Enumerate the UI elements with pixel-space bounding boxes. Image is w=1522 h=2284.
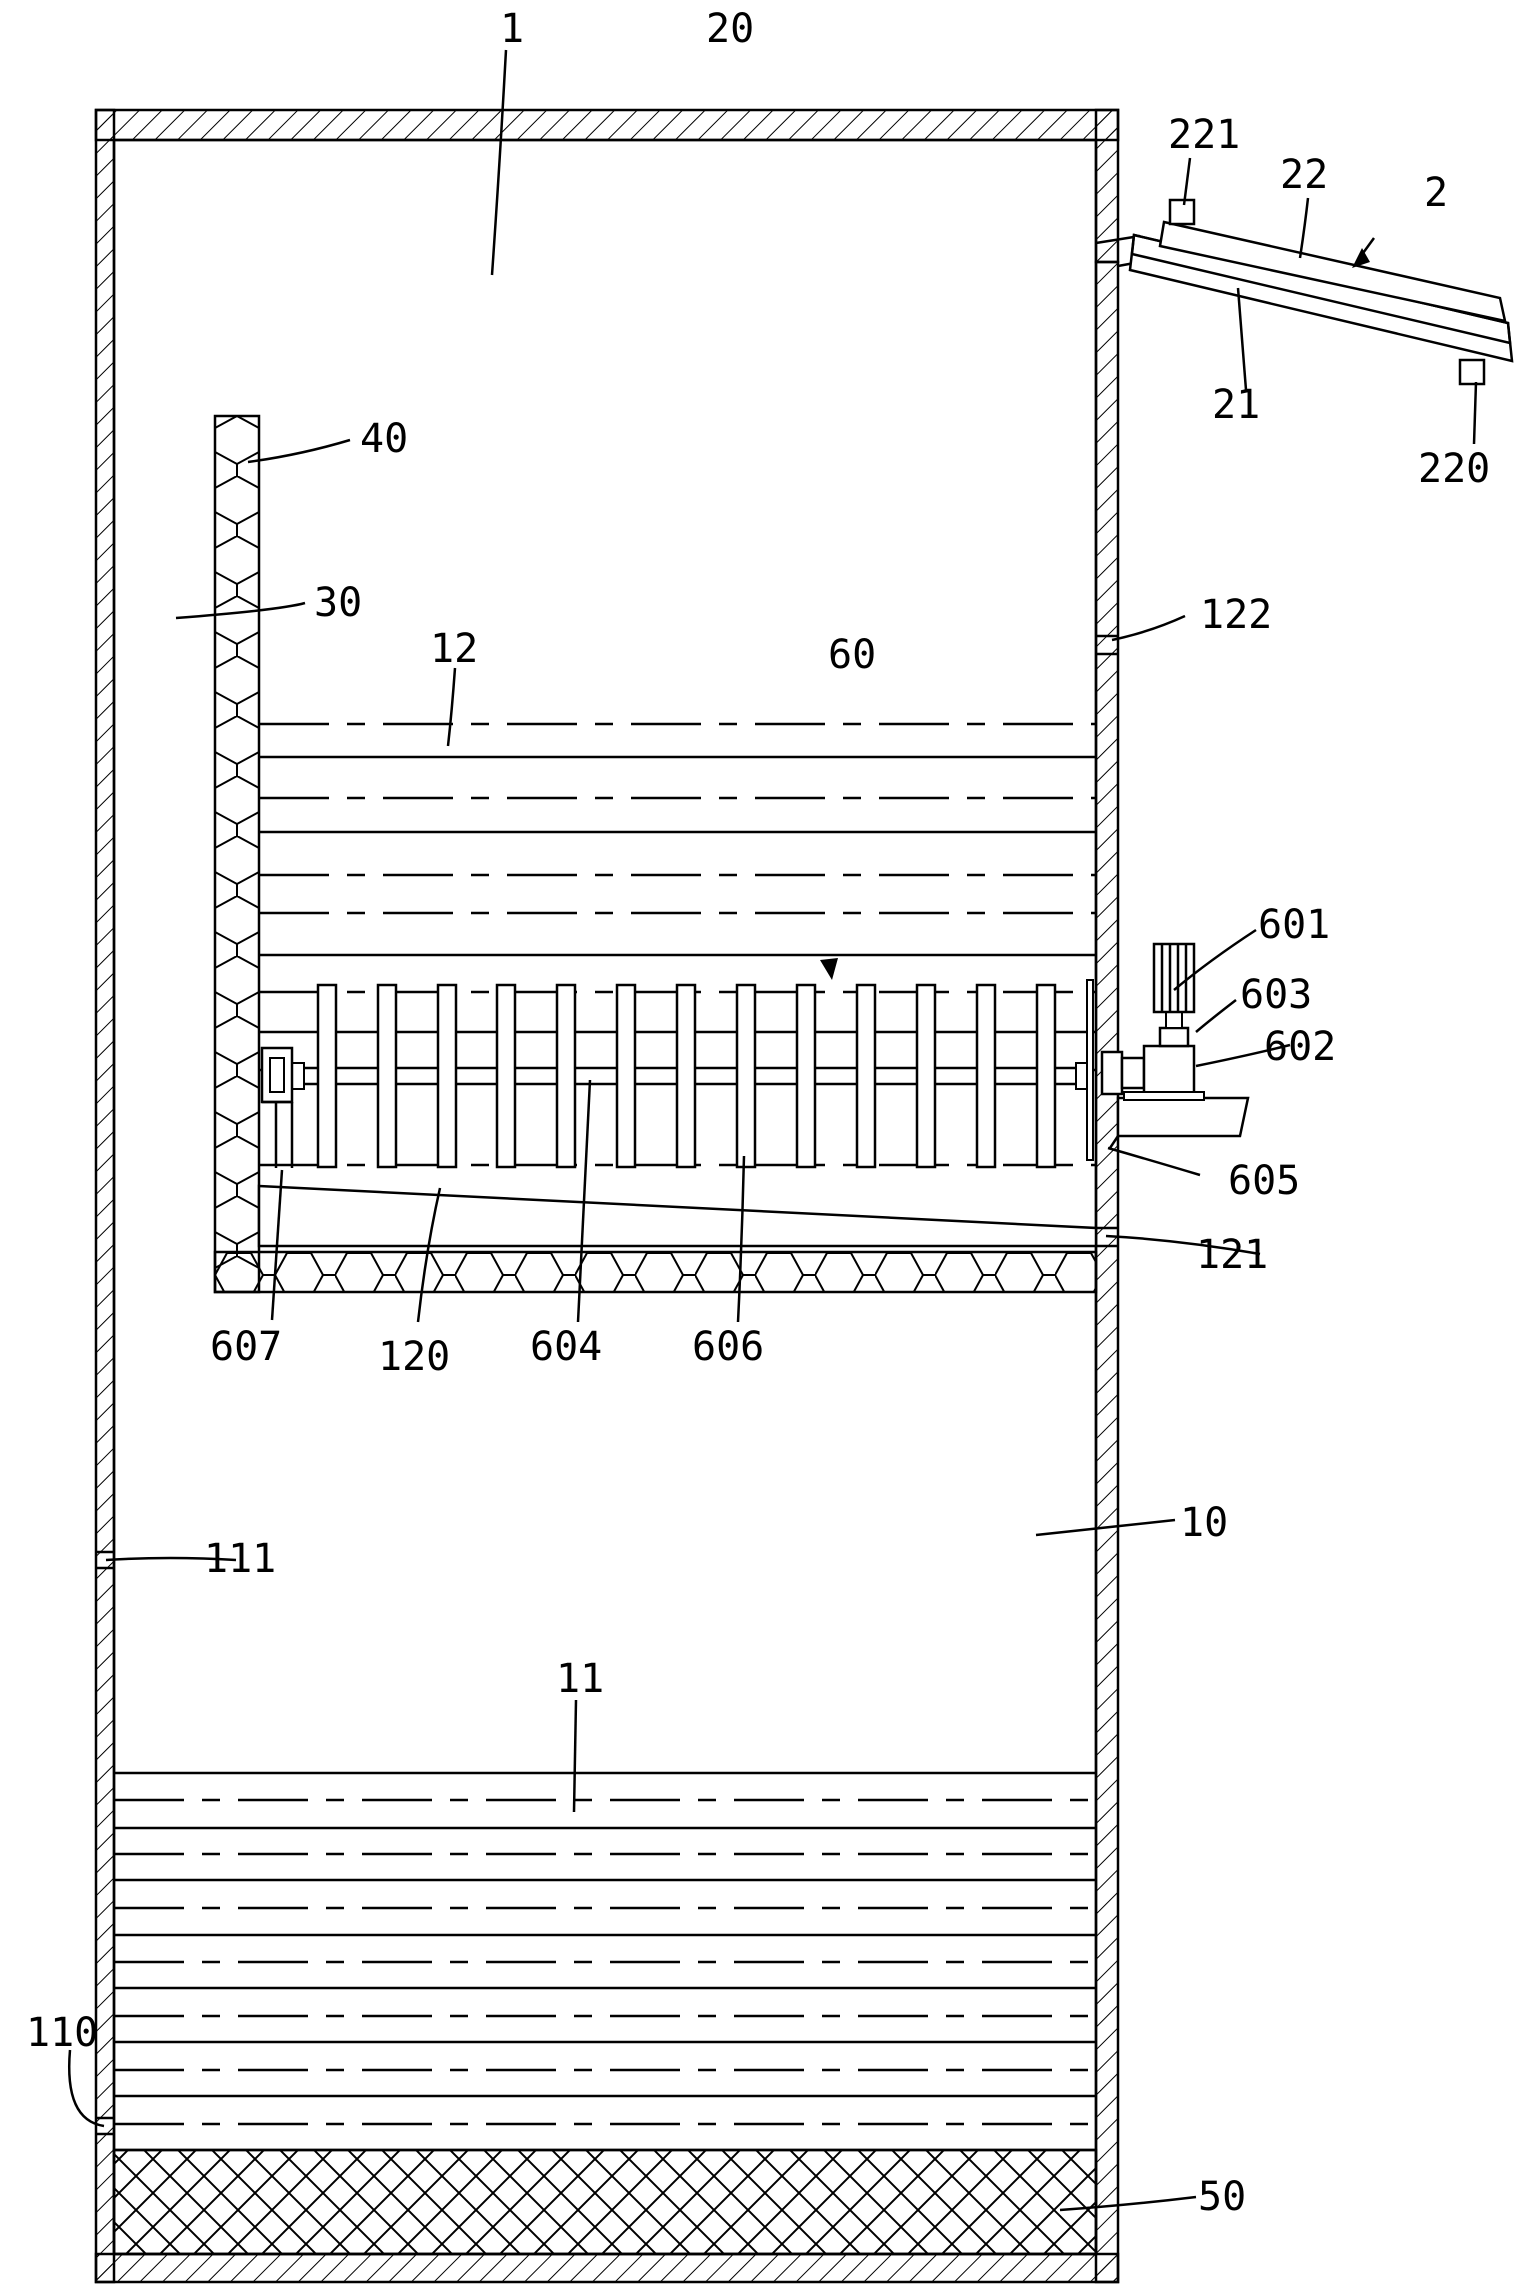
label-110: 110 bbox=[26, 2010, 98, 2056]
label-220: 220 bbox=[1418, 446, 1490, 492]
label-121: 121 bbox=[1196, 1232, 1268, 1278]
label-11: 11 bbox=[556, 1656, 604, 1702]
insulation-wall bbox=[213, 414, 1098, 1294]
lower-tank-layers bbox=[114, 1771, 1096, 2152]
label-605: 605 bbox=[1228, 1158, 1300, 1204]
label-20: 20 bbox=[706, 6, 754, 52]
arrow-2 bbox=[1352, 248, 1370, 268]
wall-ports bbox=[96, 634, 1118, 2136]
label-122: 122 bbox=[1200, 592, 1272, 638]
reference-labels: 1 20 221 22 2 21 220 40 30 122 12 60 601… bbox=[26, 6, 1490, 2220]
label-604: 604 bbox=[530, 1324, 602, 1370]
arrow-60 bbox=[820, 958, 838, 980]
label-22: 22 bbox=[1280, 152, 1328, 198]
label-111: 111 bbox=[204, 1536, 276, 1582]
label-120: 120 bbox=[378, 1334, 450, 1380]
label-221: 221 bbox=[1168, 112, 1240, 158]
label-602: 602 bbox=[1264, 1024, 1336, 1070]
label-607: 607 bbox=[210, 1324, 282, 1370]
label-50: 50 bbox=[1198, 2174, 1246, 2220]
label-10: 10 bbox=[1180, 1500, 1228, 1546]
label-601: 601 bbox=[1258, 902, 1330, 948]
label-603: 603 bbox=[1240, 972, 1312, 1018]
label-2: 2 bbox=[1424, 170, 1448, 216]
outlet-device bbox=[1095, 198, 1514, 386]
label-12: 12 bbox=[430, 626, 478, 672]
label-21: 21 bbox=[1212, 382, 1260, 428]
stirring-assembly bbox=[260, 942, 1250, 1169]
leader-lines bbox=[68, 49, 1478, 2212]
paddles bbox=[316, 983, 1057, 1169]
housing-walls bbox=[94, 108, 1120, 2284]
sloped-bottom bbox=[257, 1184, 1118, 1248]
label-30: 30 bbox=[314, 580, 362, 626]
label-60: 60 bbox=[828, 632, 876, 678]
filter-layer bbox=[112, 2148, 1098, 2256]
label-606: 606 bbox=[692, 1324, 764, 1370]
label-40: 40 bbox=[360, 416, 408, 462]
label-1: 1 bbox=[500, 6, 524, 52]
